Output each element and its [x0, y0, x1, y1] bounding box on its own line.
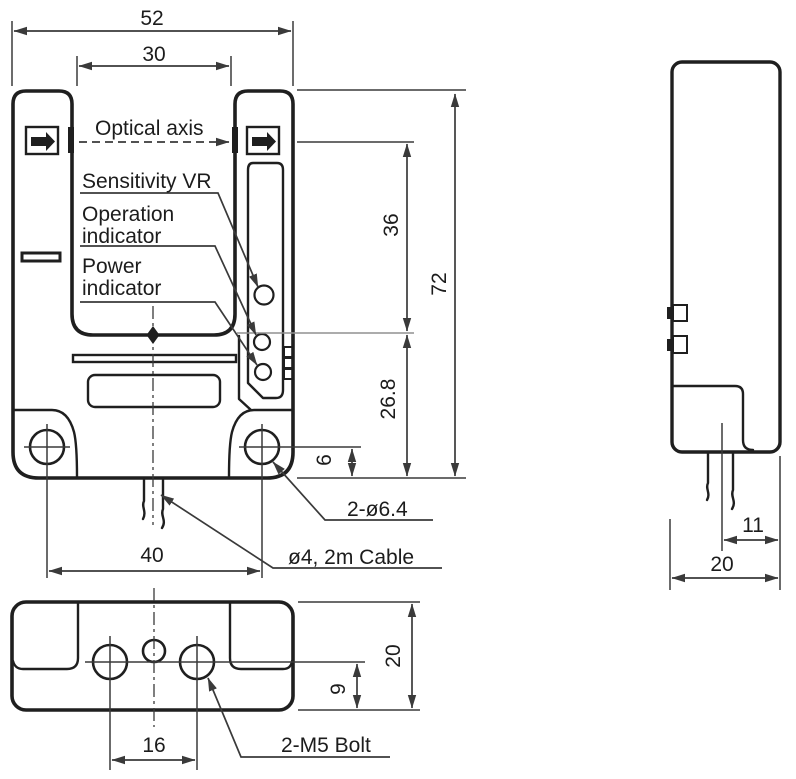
side-cable-right-edge: [730, 450, 736, 511]
dim-side-depth: 20: [710, 553, 733, 576]
left-lens-notch: [68, 127, 74, 153]
power-indicator-led: [253, 362, 273, 382]
front-body-outline: [11, 89, 295, 480]
right-beam-arrow-head-icon: [267, 132, 276, 151]
dim-bottom-depth: 20: [382, 644, 405, 667]
label-mount-holes: 2-ø6.4: [347, 498, 408, 521]
dim-body-lower: 26.8: [377, 379, 400, 420]
cable-left-edge: [141, 477, 146, 521]
side-rib-2: [672, 335, 688, 354]
side-nub-1: [667, 307, 672, 319]
label-power-1: Power: [82, 255, 142, 278]
leader-sensitivity: [80, 192, 259, 288]
indicator-slot: [246, 161, 285, 400]
right-corner-gusset: [227, 408, 295, 479]
dimension-lines: [11, 21, 781, 770]
label-operation-2: indicator: [82, 225, 161, 248]
side-view: [667, 60, 782, 551]
side-cable-left-edge: [705, 450, 710, 502]
dim-overall-height: 72: [428, 272, 451, 295]
side-nub-2: [667, 339, 672, 351]
leader-cable: [160, 494, 442, 569]
side-step-contour: [670, 384, 755, 452]
annotations: 52 30 Optical axis Sensitivity VR Operat…: [82, 7, 764, 757]
dim-hole-offset: 6: [313, 454, 336, 466]
left-beam-arrow-head-icon: [46, 132, 55, 151]
leader-bolt: [207, 677, 390, 758]
label-sensitivity: Sensitivity VR: [82, 170, 212, 193]
bottom-view: [10, 588, 295, 727]
label-optical-axis: Optical axis: [95, 117, 204, 140]
dim-overall-width: 52: [140, 7, 163, 30]
left-beam-arrow-icon: [31, 137, 46, 146]
label-plate: [86, 373, 222, 409]
side-body-outline: [670, 60, 782, 454]
right-beam-arrow-icon: [252, 137, 267, 146]
left-prong-slot: [20, 251, 62, 263]
operation-indicator-led: [252, 332, 272, 352]
dim-bolt-spacing: 16: [142, 734, 165, 757]
dim-slot-width: 30: [142, 43, 165, 66]
dim-cable-offset: 11: [742, 514, 764, 537]
cable-right-edge: [160, 477, 166, 530]
label-bolt: 2-M5 Bolt: [281, 734, 371, 757]
leader-operation: [80, 245, 257, 336]
axis-diamond-marker: [146, 326, 160, 344]
dim-hole-to-edge: 9: [327, 683, 350, 695]
label-power-2: indicator: [82, 277, 161, 300]
side-rib-1: [672, 304, 688, 322]
right-prong-face-edge: [237, 334, 253, 412]
left-corner-gusset: [11, 408, 79, 479]
sensitivity-vr-dial: [253, 284, 275, 306]
front-slit: [71, 353, 238, 364]
label-operation-1: Operation: [82, 203, 174, 226]
slot-rib-3: [283, 368, 294, 380]
dim-slot-depth: 36: [380, 213, 403, 236]
bottom-left-step: [11, 601, 80, 671]
dim-hole-spacing: 40: [140, 544, 163, 567]
right-lens-notch: [232, 127, 238, 153]
leader-mount-holes: [272, 461, 433, 521]
leader-power: [80, 301, 258, 366]
label-cable: ø4, 2m Cable: [288, 546, 414, 569]
front-view: [11, 89, 295, 530]
